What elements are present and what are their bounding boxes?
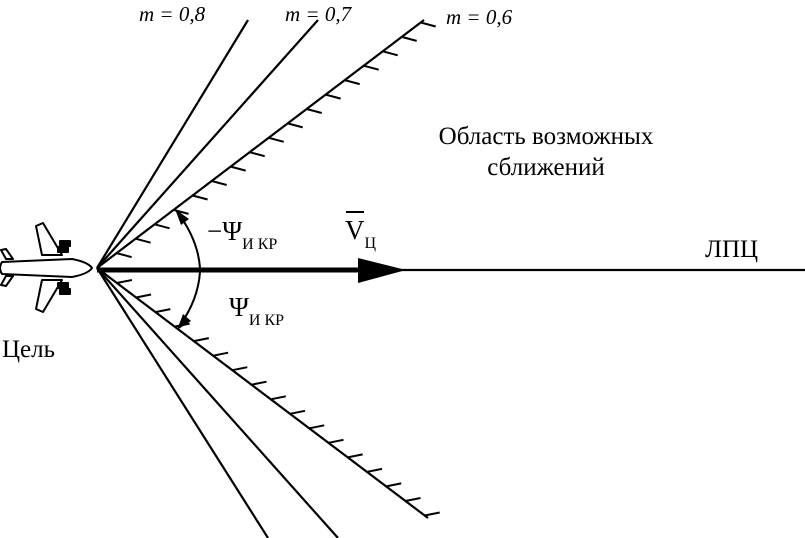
- hatch-mark-lower: [270, 395, 286, 401]
- ray-m06-lower: [96, 267, 429, 519]
- label-target: Цель: [2, 336, 56, 363]
- hatch-mark-upper: [211, 180, 227, 186]
- aircraft-wing-upper: [35, 222, 63, 256]
- hatch-mark-lower: [405, 497, 421, 502]
- label-m06: m = 0,6: [446, 5, 513, 29]
- hatch-mark-lower: [251, 380, 267, 386]
- hatch-mark-upper: [116, 252, 132, 259]
- hatch-mark-upper: [420, 21, 436, 28]
- hatch-mark-upper: [268, 136, 284, 143]
- aircraft-engine-4: [59, 288, 71, 295]
- hatch-mark-lower: [347, 453, 363, 459]
- hatch-mark-upper: [154, 223, 170, 230]
- hatch-mark-lower: [386, 482, 402, 488]
- hatch-mark-lower: [328, 438, 344, 444]
- hatch-mark-lower: [309, 424, 325, 430]
- hatch-mark-upper: [135, 237, 151, 244]
- ray-m07-upper: [96, 19, 319, 269]
- hatch-mark-upper: [249, 151, 265, 158]
- label-m08: m = 0,8: [139, 2, 206, 26]
- aircraft-wing-lower: [35, 279, 63, 313]
- velocity-subscript: Ц: [364, 235, 377, 252]
- hatch-mark-lower: [135, 293, 152, 299]
- label-lpc: ЛПЦ: [705, 236, 759, 263]
- angle-arc-lower-arrowhead: [177, 314, 191, 330]
- hatch-mark-upper: [401, 35, 417, 42]
- psi-subscript: И КР: [248, 312, 285, 329]
- hatch-mark-upper: [382, 50, 398, 57]
- airplane-icon: [0, 222, 93, 313]
- label-neg-psi-critical: −ΨИ КР: [207, 216, 277, 253]
- angle-arc-upper-arrowhead: [175, 209, 189, 225]
- aircraft-engine-3: [57, 282, 69, 289]
- hatch-mark-lower: [193, 337, 209, 343]
- hatch-mark-upper: [325, 93, 341, 100]
- area-label: Область возможных сближений: [396, 121, 696, 183]
- boundary-rays: [96, 19, 429, 538]
- psi-symbol: Ψ: [229, 292, 249, 322]
- hatch-upper-boundary: [116, 21, 436, 259]
- aircraft-tail-upper: [0, 248, 14, 260]
- area-label-line2: сближений: [487, 154, 605, 181]
- hatch-mark-lower: [232, 366, 248, 372]
- aircraft-fuselage: [0, 258, 93, 278]
- label-m07: m = 0,7: [285, 2, 352, 26]
- aircraft-tail-lower: [0, 275, 14, 287]
- label-velocity: VЦ: [345, 211, 376, 252]
- hatch-mark-lower: [212, 351, 229, 357]
- hatch-mark-lower: [289, 409, 306, 415]
- hatch-mark-upper: [192, 194, 208, 201]
- hatch-mark-lower: [116, 279, 133, 284]
- aircraft-engine-1: [57, 246, 69, 253]
- hatch-lower-boundary: [116, 279, 440, 517]
- aircraft-engine-2: [59, 240, 71, 247]
- hatch-mark-lower: [366, 467, 383, 473]
- label-psi-critical: ΨИ КР: [229, 292, 284, 329]
- neg-psi-subscript: И КР: [242, 236, 278, 253]
- ray-m06-upper: [96, 19, 425, 269]
- ray-m08-upper: [96, 19, 249, 269]
- hatch-mark-lower: [155, 308, 171, 314]
- area-label-line1: Область возможных: [438, 123, 654, 150]
- ray-m08-lower: [96, 267, 269, 538]
- velocity-symbol: V: [345, 211, 365, 245]
- hatch-mark-lower: [424, 511, 440, 517]
- neg-psi-symbol: −Ψ: [207, 216, 243, 246]
- hatch-mark-upper: [363, 64, 379, 71]
- hatch-mark-upper: [306, 108, 322, 114]
- velocity-vector-arrowhead: [358, 258, 406, 283]
- ray-m07-lower: [96, 267, 339, 538]
- hatch-mark-upper: [230, 165, 246, 172]
- hatch-mark-upper: [287, 122, 303, 129]
- hatch-mark-upper: [344, 79, 360, 86]
